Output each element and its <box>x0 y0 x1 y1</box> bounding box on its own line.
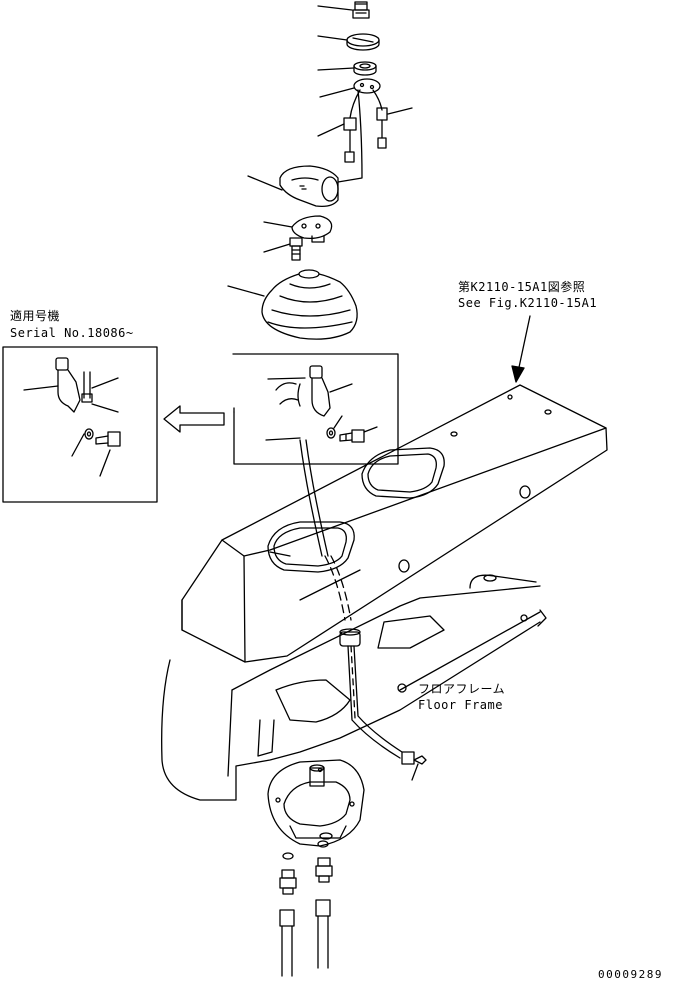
control-rod <box>299 439 352 621</box>
top-bolt <box>317 1 370 19</box>
fitting-left <box>279 869 297 895</box>
o-ring-1 <box>282 852 294 860</box>
switch-nut <box>317 61 377 76</box>
switch-plate <box>319 78 381 98</box>
o-ring-2 <box>317 840 329 848</box>
inset-lever <box>23 357 119 413</box>
mount-plate <box>263 215 333 243</box>
detail-lever <box>267 365 353 417</box>
arrow-to-inset <box>163 405 225 433</box>
rod-lower <box>347 645 403 759</box>
fitting-right <box>315 857 333 883</box>
detail-bolt <box>339 426 378 443</box>
inset-washer <box>71 428 94 457</box>
floor-frame-label-en: Floor Frame <box>418 698 503 712</box>
floor-frame-label-ja: フロアフレーム <box>418 682 506 696</box>
inset-bolt <box>95 431 121 477</box>
reference-arrow <box>511 315 531 383</box>
plate-bolt <box>263 237 303 261</box>
detail-leader-rod <box>265 437 301 441</box>
inset-box <box>2 346 158 503</box>
wire-terminal-left <box>317 89 361 163</box>
detail-washer <box>326 415 343 439</box>
rubber-boot <box>227 269 358 340</box>
wire-terminal-right <box>372 89 413 149</box>
inset-title-ja: 適用号機 <box>10 309 61 323</box>
console-body <box>181 384 608 663</box>
drawing-number: 00009289 <box>598 968 663 981</box>
console-opening-right <box>361 447 445 499</box>
grommet <box>339 628 361 647</box>
reference-label-ja: 第K2110-15A1図参照 <box>458 280 586 294</box>
detail-box <box>232 353 399 465</box>
lever-grip <box>247 89 363 208</box>
hose-right <box>315 899 331 969</box>
hose-left <box>279 909 295 977</box>
floor-frame <box>161 569 547 801</box>
pilot-valve <box>267 759 365 847</box>
reference-label-en: See Fig.K2110-15A1 <box>458 296 598 310</box>
cap-disc <box>317 33 380 51</box>
rod-end-connector <box>401 751 427 781</box>
inset-serial-label: Serial No.18086~ <box>10 326 134 340</box>
console-opening-left <box>267 521 355 573</box>
